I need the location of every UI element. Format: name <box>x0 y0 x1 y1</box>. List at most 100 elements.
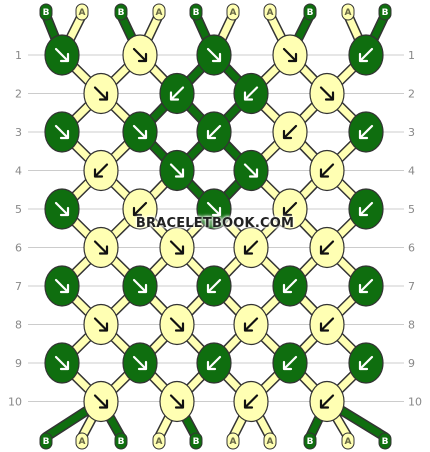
arrow-sw-icon <box>358 278 374 294</box>
knot <box>44 188 80 230</box>
arrow-sw-icon <box>243 240 259 255</box>
arrow-sw-icon <box>319 163 335 178</box>
arrow-sw-icon <box>282 124 298 140</box>
arrow-sw-icon <box>319 394 335 409</box>
knot <box>233 380 269 423</box>
knot <box>159 72 195 115</box>
svg-text:B: B <box>307 8 314 18</box>
knot <box>122 342 158 384</box>
knot <box>196 342 232 384</box>
svg-text:A: A <box>230 8 237 18</box>
row-number-left: 1 <box>15 49 22 62</box>
arrow-se-icon <box>169 163 185 178</box>
strand-end-label: B <box>114 432 128 450</box>
knot <box>233 72 269 115</box>
svg-text:B: B <box>118 8 125 18</box>
svg-text:A: A <box>156 437 163 447</box>
svg-text:A: A <box>230 437 237 447</box>
knot <box>196 111 232 153</box>
site-watermark: BRACELETBOOK.COM <box>135 216 295 231</box>
knot <box>44 342 80 384</box>
knot <box>83 303 119 346</box>
strand-end-label: B <box>303 3 317 21</box>
row-number-left: 6 <box>15 242 22 255</box>
arrow-se-icon <box>169 317 185 332</box>
svg-text:B: B <box>382 8 389 18</box>
svg-text:A: A <box>345 8 352 18</box>
arrow-se-icon <box>54 278 70 294</box>
strand-end-label: B <box>378 432 392 450</box>
knot <box>272 188 308 230</box>
arrow-se-icon <box>243 163 259 178</box>
svg-text:A: A <box>267 437 274 447</box>
svg-text:B: B <box>307 437 314 447</box>
svg-text:B: B <box>118 437 125 447</box>
strand-end-label: A <box>341 432 355 450</box>
knot <box>233 303 269 346</box>
strand-end-label: A <box>226 432 240 450</box>
svg-text:A: A <box>79 8 86 18</box>
arrow-se-icon <box>169 394 185 409</box>
knot <box>272 265 308 307</box>
row-number-right: 7 <box>408 280 415 293</box>
knots <box>44 34 384 423</box>
arrow-sw-icon <box>358 47 374 63</box>
knot <box>196 34 232 76</box>
knot <box>122 188 158 230</box>
strand-end-label: A <box>263 3 277 21</box>
arrow-sw-icon <box>169 86 185 101</box>
row-number-left: 5 <box>15 203 22 216</box>
arrow-sw-icon <box>243 86 259 101</box>
knot <box>309 149 345 192</box>
knot <box>309 72 345 115</box>
arrow-se-icon <box>132 278 148 294</box>
strand-end-label: B <box>39 3 53 21</box>
knot <box>309 380 345 423</box>
arrow-se-icon <box>132 355 148 371</box>
strand-end-label: B <box>378 3 392 21</box>
svg-text:B: B <box>43 8 50 18</box>
knot <box>83 149 119 192</box>
knot <box>233 226 269 269</box>
arrow-se-icon <box>282 47 298 63</box>
arrow-sw-icon <box>319 240 335 255</box>
arrow-sw-icon <box>358 355 374 371</box>
row-number-right: 3 <box>408 126 415 139</box>
row-number-right: 8 <box>408 319 415 332</box>
arrow-sw-icon <box>358 201 374 217</box>
row-number-right: 4 <box>408 165 415 178</box>
arrow-se-icon <box>132 47 148 63</box>
knot <box>348 111 384 153</box>
strand-end-label: B <box>114 3 128 21</box>
knot <box>348 265 384 307</box>
knot <box>44 265 80 307</box>
row-number-right: 10 <box>408 396 422 409</box>
svg-text:A: A <box>79 437 86 447</box>
knot <box>122 34 158 76</box>
svg-text:A: A <box>267 8 274 18</box>
strand-end-label: A <box>75 3 89 21</box>
knot <box>83 380 119 423</box>
svg-text:B: B <box>193 8 200 18</box>
knot <box>44 111 80 153</box>
arrow-se-icon <box>132 124 148 140</box>
arrow-se-icon <box>206 201 222 217</box>
svg-text:B: B <box>43 437 50 447</box>
arrow-se-icon <box>169 240 185 255</box>
strand-end-label: A <box>75 432 89 450</box>
knot <box>159 380 195 423</box>
knot <box>348 34 384 76</box>
knot <box>44 34 80 76</box>
arrow-sw-icon <box>282 355 298 371</box>
row-number-left: 3 <box>15 126 22 139</box>
arrow-sw-icon <box>358 124 374 140</box>
knot <box>83 226 119 269</box>
strand-end-label: A <box>226 3 240 21</box>
arrow-se-icon <box>54 47 70 63</box>
arrow-se-icon <box>54 124 70 140</box>
knot <box>272 111 308 153</box>
knot <box>272 342 308 384</box>
